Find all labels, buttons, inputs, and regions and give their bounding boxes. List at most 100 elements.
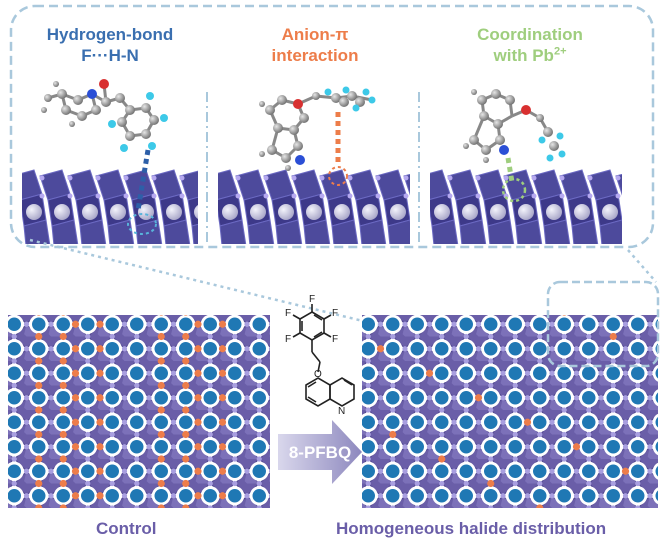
octahedron-facet [500,348,516,361]
halide-site [512,456,518,462]
halide-site [635,309,640,314]
halide-site [23,321,30,327]
halide-site [182,406,190,414]
halide-site [598,468,604,474]
cation-cavity [652,315,658,333]
halide-site [402,395,408,401]
halide-site [610,505,616,508]
a-site-cation [203,464,217,478]
halide-site [0,395,5,400]
octahedron-facet [220,520,234,532]
halide-site [218,492,227,500]
halide-site [635,530,640,535]
halide-site [500,370,506,376]
a-site-cation [582,342,596,356]
a-site-cation [362,317,375,331]
halide-site [439,480,445,487]
octahedron-facet [122,471,137,484]
halide-site [268,395,270,400]
halide-site [96,418,104,426]
halide-site [232,407,238,413]
a-site-cation [631,317,645,331]
halide-site [0,444,5,449]
halide-site [71,320,80,328]
a-site-cation [81,514,94,527]
halide-site [194,345,202,353]
octahedron-facet [196,300,210,312]
halide-site [439,358,445,364]
fluorine-label: F [309,294,315,305]
zoom-connector [627,249,657,283]
cation-cavity [5,511,24,530]
a-site-cation [228,391,242,405]
a-site-cation [56,391,70,405]
a-site-cation [252,464,266,478]
octahedron-facet [48,397,64,410]
a-site-cation [154,440,168,454]
halide-site [71,443,80,451]
halide-site [121,395,128,401]
halide-site [573,468,580,474]
octahedron-facet [427,495,442,508]
a-site-cation [508,391,522,405]
octahedron-facet [500,324,516,337]
a-site-cation [631,342,645,356]
pfbq-structure [292,304,355,407]
halide-site [244,444,250,450]
halide-site [232,309,237,314]
octahedron-facet [24,373,39,386]
a-site-cation [410,391,424,405]
a-site-cation [606,366,620,380]
a-site-cation [130,415,144,429]
halide-site [512,382,518,389]
a-site-cation [105,415,119,429]
halide-site [244,419,250,425]
a-site-cation [386,366,400,380]
halide-site [280,406,287,413]
halide-site [268,322,270,327]
halide-site [647,542,652,547]
halide-site [598,395,604,401]
halide-site [11,407,17,413]
slab-octahedron [431,219,459,244]
slab-cation [82,204,98,220]
cation-cavity [54,511,73,530]
halide-site [85,333,91,340]
lattice-control [0,300,290,547]
halide-site [623,518,628,523]
fluorine-label: F [332,308,338,319]
halide-site [549,493,555,499]
halide-site [390,505,396,508]
a-site-cation [154,317,168,331]
halide-site [269,542,274,547]
octahedron-facet [171,300,185,312]
octahedron-facet [171,397,186,410]
slab-halide [587,175,593,181]
octahedron-facet [476,348,491,361]
octahedron-facet [24,348,39,361]
a-site-cation [277,367,290,380]
slab-halide [447,175,453,181]
a-site-cation [386,391,400,405]
a-site-cation [32,317,46,331]
a-site-cation [410,342,424,356]
halide-site [23,493,30,499]
halide-site [635,333,641,340]
octahedron-facet [402,373,418,386]
a-site-cation [81,489,95,503]
halide-site [268,493,270,498]
octahedron-facet [147,300,161,312]
slab-cation [546,204,562,220]
a-site-cation [32,440,46,454]
halide-site [182,479,190,488]
a-site-cation [386,415,400,429]
halide-site [146,493,152,499]
halide-site [109,456,115,462]
halide-site [377,321,384,327]
a-site-cation [130,391,144,405]
octahedron-facet [378,446,393,459]
halide-site [622,395,629,401]
a-site-cation [8,366,21,380]
octahedron-facet [525,471,540,484]
a-site-cation [435,440,449,454]
